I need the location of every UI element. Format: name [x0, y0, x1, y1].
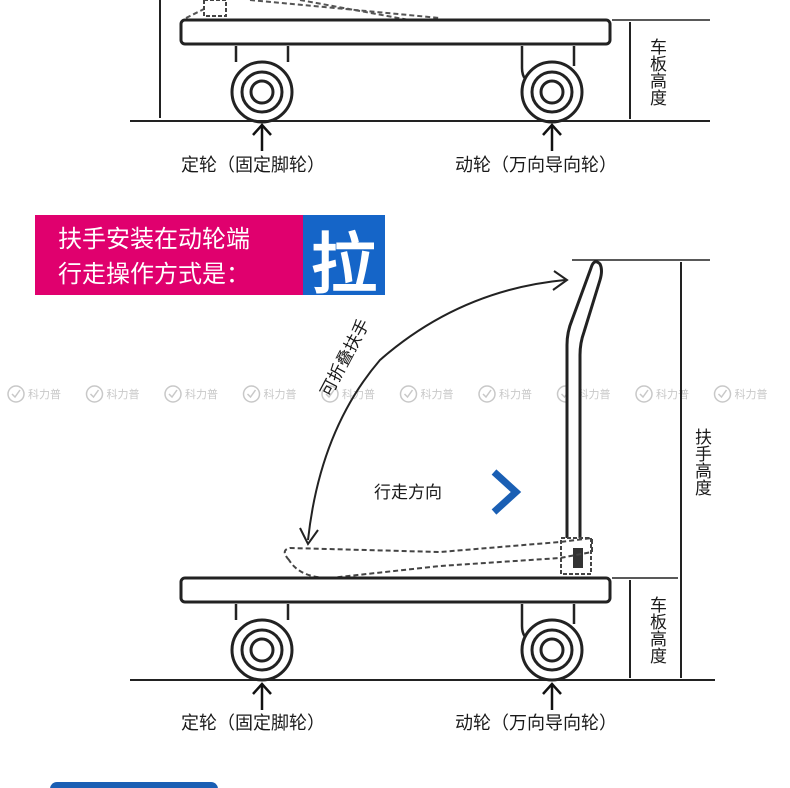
bottom-fixed-wheel-label: 定轮（固定脚轮） — [181, 713, 325, 734]
top-deck-height-label: 车板高度 — [646, 38, 667, 106]
banner-line-2: 行走操作方式是： — [58, 260, 250, 288]
watermark-item: 科力普 — [7, 385, 61, 403]
handle-hinge — [203, 0, 227, 17]
watermark-item: 科力普 — [478, 385, 532, 403]
bottom-fixed-wheel — [230, 602, 294, 682]
watermark-text: 科力普 — [578, 387, 611, 401]
top-moving-wheel-label: 动轮（万向导向轮） — [455, 155, 617, 176]
checkmark-circle-icon — [399, 385, 418, 403]
top-trolley: 车板高度 定轮（固定脚轮） 动轮（万向导向轮） — [130, 0, 710, 176]
top-fixed-arrow — [251, 123, 273, 153]
top-moving-arrow — [541, 123, 563, 153]
watermark-text: 科力普 — [342, 387, 375, 401]
watermark-text: 科力普 — [264, 387, 297, 401]
checkmark-circle-icon — [85, 385, 104, 403]
watermark-text: 科力普 — [185, 387, 218, 401]
bottom-deck-height-label: 车板高度 — [646, 596, 667, 664]
direction-arrow-icon — [491, 469, 522, 515]
checkmark-circle-icon — [478, 385, 496, 403]
bottom-deck — [179, 576, 612, 604]
instruction-banner: 扶手安装在动轮端 行走操作方式是： 拉 — [35, 215, 385, 303]
watermark-item: 科力普 — [399, 385, 454, 403]
watermark-text: 科力普 — [107, 387, 140, 401]
handle-latch — [573, 548, 583, 568]
raised-handle — [565, 260, 603, 548]
watermark-row: 科力普 科力普 科力普 科力普 科力普 科力普 科力普 科力普 科力普 科力普 — [7, 385, 768, 403]
watermark-item: 科力普 — [164, 385, 218, 403]
watermark-item: 科力普 — [242, 385, 297, 403]
bottom-fixed-arrow — [251, 682, 273, 712]
watermark-item: 科力普 — [321, 385, 375, 403]
handle-height-label: 扶手高度 — [691, 428, 712, 496]
checkmark-circle-icon — [164, 385, 182, 403]
next-section-tab — [50, 782, 218, 788]
checkmark-circle-icon — [7, 385, 25, 403]
bottom-moving-arrow — [541, 682, 563, 712]
top-moving-wheel — [520, 46, 584, 124]
watermark-text: 科力普 — [735, 387, 768, 401]
checkmark-circle-icon — [321, 385, 339, 403]
watermark-text: 科力普 — [28, 387, 61, 401]
banner-action: 拉 — [311, 226, 377, 303]
top-fixed-wheel-label: 定轮（固定脚轮） — [181, 155, 325, 176]
banner-line-1: 扶手安装在动轮端 — [58, 225, 250, 253]
bottom-moving-wheel — [520, 604, 584, 682]
checkmark-circle-icon — [713, 385, 732, 403]
top-fixed-wheel — [230, 44, 294, 124]
top-deck — [179, 18, 612, 46]
watermark-item: 科力普 — [85, 385, 140, 403]
watermark-item: 科力普 — [556, 385, 611, 403]
checkmark-circle-icon — [242, 385, 261, 403]
watermark-item: 科力普 — [713, 385, 768, 403]
watermark-text: 科力普 — [656, 387, 689, 401]
watermark-text: 科力普 — [421, 387, 454, 401]
banner-action-background — [303, 215, 385, 295]
fold-arc — [307, 279, 566, 541]
checkmark-circle-icon — [635, 385, 653, 403]
bottom-moving-wheel-label: 动轮（万向导向轮） — [455, 713, 617, 734]
folded-handle-outline — [283, 536, 593, 580]
direction-label: 行走方向 — [374, 483, 442, 503]
watermark-text: 科力普 — [499, 387, 532, 401]
bottom-trolley: 可折叠扶手 行走方向 扶手高度 车板高度 定轮（固定脚轮） 动轮（万向导向轮） — [130, 259, 715, 734]
